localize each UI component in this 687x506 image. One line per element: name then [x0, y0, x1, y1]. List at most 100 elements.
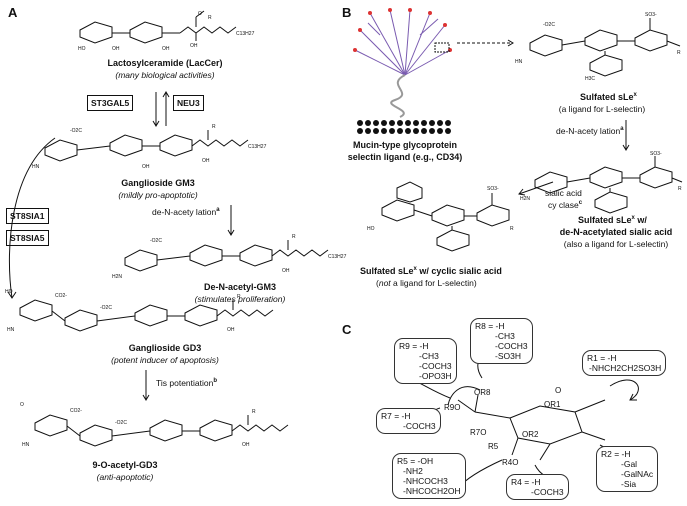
arrow-gm3-to-gd3 — [7, 137, 56, 299]
svg-text:CO2-: CO2- — [70, 408, 82, 414]
enzyme-st8sia5: ST8SIA5 — [6, 230, 49, 246]
laccer-name: Lactosylceramide (LacCer) — [107, 58, 223, 68]
svg-text:-O2C: -O2C — [115, 420, 127, 426]
deacetylated-desc: (also a ligand for L-selectin) — [563, 239, 669, 249]
sulfated-slex-name: Sulfated sLex — [580, 92, 637, 102]
svg-text:R: R — [212, 124, 216, 130]
ring-label-or2: OR2 — [522, 430, 539, 439]
svg-text:HO: HO — [78, 46, 86, 52]
svg-text:HN: HN — [515, 59, 523, 65]
svg-text:R: R — [510, 226, 514, 232]
de-n-acetyl-gm3-desc: (stimulates proliferation) — [194, 294, 286, 304]
svg-text:OH: OH — [142, 164, 150, 170]
svg-text:H2N: H2N — [112, 274, 122, 280]
svg-text:-O2C: -O2C — [150, 238, 162, 244]
deacetylation-label-b: de-N-acety lationa — [556, 126, 624, 136]
svg-text:H2N: H2N — [520, 196, 530, 202]
ring-label-or8: OR8 — [474, 388, 491, 397]
svg-text:-O2C: -O2C — [70, 128, 82, 134]
svg-text:OH: OH — [112, 46, 120, 52]
svg-text:OH: OH — [190, 43, 198, 49]
enzyme-st8sia1: ST8SIA1 — [6, 208, 49, 224]
cyclic-desc: (not a ligand for L-selectin) — [376, 278, 477, 288]
svg-text:O: O — [198, 11, 202, 17]
ring-label-r4o: R4O — [502, 458, 519, 467]
svg-text:R: R — [208, 15, 212, 21]
panel-label-c: C — [342, 322, 352, 337]
svg-text:SO3-: SO3- — [487, 186, 499, 192]
svg-text:HN: HN — [22, 442, 30, 448]
ring-label-r5: R5 — [488, 442, 499, 451]
svg-text:HO: HO — [367, 226, 375, 232]
svg-text:R: R — [292, 234, 296, 240]
enzyme-st3gal5: ST3GAL5 — [87, 95, 134, 111]
svg-text:-O2C: -O2C — [543, 22, 555, 28]
r7-substituents: R7 = -H-COCH3 — [376, 408, 441, 434]
sulfated-slex-structure: -O2C SO3- R HN H3C — [515, 12, 681, 82]
gm3-structure: HN -O2C OH OH R C13H27 — [32, 124, 267, 170]
de-n-acetyl-gm3-name: De-N-acetyl-GM3 — [203, 282, 277, 292]
svg-text:HN: HN — [7, 327, 15, 333]
svg-text:R: R — [678, 186, 682, 192]
laccer-structure: HO OH OH OH OR C13H27 — [78, 10, 255, 52]
de-n-acetyl-gm3-structure: H2N -O2C OH R C13H27 — [112, 234, 347, 280]
mucin-label-line2: selectin ligand (e.g., CD34) — [347, 152, 463, 162]
deacetylated-slex-structure: H2N SO3- R — [520, 151, 683, 214]
gd3-desc: (potent inducer of apoptosis) — [111, 355, 219, 365]
reversible-arrows — [152, 91, 170, 127]
ring-label-r9o: R9O — [444, 403, 461, 412]
svg-text:OH: OH — [202, 158, 210, 164]
svg-text:SO3-: SO3- — [650, 151, 662, 157]
deacetylated-name-line2: de-N-acetylated sialic acid — [559, 227, 673, 237]
mucin-label-line1: Mucin-type glycoprotein — [352, 140, 458, 150]
sulfated-slex-desc: (a ligand for L-selectin) — [558, 104, 646, 114]
svg-text:O: O — [20, 402, 24, 408]
deacetylation-label-a: de-N-acety lationa — [152, 207, 220, 217]
gd3-structure: HO CO2- -O2C HN OH R — [5, 289, 274, 333]
gm3-name: Ganglioside GM3 — [121, 178, 195, 188]
ring-label-or1: OR1 — [544, 400, 561, 409]
enzyme-neu3: NEU3 — [173, 95, 204, 111]
svg-text:OH: OH — [162, 46, 170, 52]
r8-substituents: R8 = -H-CH3 -COCH3-SO3H — [470, 318, 533, 364]
svg-text:OH: OH — [227, 327, 235, 333]
svg-text:R: R — [677, 50, 681, 56]
svg-text:SO3-: SO3- — [645, 12, 657, 18]
svg-text:OH: OH — [282, 268, 290, 274]
r5-substituents: R5 = -OH-NH2 -NHCOCH3-NHCOCH2OH — [392, 453, 466, 499]
r2-substituents: R2 = -H-Gal -GalNAc-Sia — [596, 446, 659, 492]
panel-label-b: B — [342, 5, 352, 20]
gd3-name: Ganglioside GD3 — [128, 343, 202, 353]
svg-text:HO: HO — [5, 289, 13, 295]
dashed-arrow — [457, 39, 514, 47]
gm3-desc: (mildly pro-apoptotic) — [118, 190, 198, 200]
9-o-acetyl-gd3-name: 9-O-acetyl-GD3 — [92, 460, 158, 470]
svg-text:-O2C: -O2C — [100, 305, 112, 311]
9-o-acetyl-gd3-desc: (anti-apoptotic) — [96, 472, 154, 482]
svg-text:CO2-: CO2- — [55, 293, 67, 299]
ring-label-r7o: R7O — [470, 428, 487, 437]
arrow-to-cyclic — [518, 181, 554, 196]
r1-substituents: R1 = -H-NHCH2CH2SO3H — [582, 350, 667, 376]
r4-substituents: R4 = -H-COCH3 — [506, 474, 569, 500]
svg-text:C13H27: C13H27 — [328, 254, 347, 260]
sialic-cyclase-line1: sialic acid — [545, 188, 582, 198]
svg-text:OH: OH — [242, 442, 250, 448]
arrow-gm3-to-degm3 — [227, 205, 235, 236]
arrow-slex-to-deacetylated — [622, 120, 630, 151]
svg-text:C13H27: C13H27 — [248, 144, 267, 150]
cyclic-name: Sulfated sLex w/ cyclic sialic acid — [360, 266, 502, 276]
svg-text:HN: HN — [32, 164, 40, 170]
svg-text:H3C: H3C — [585, 76, 595, 82]
9-o-acetyl-gd3-structure: O CO2- -O2C HN OH R — [20, 402, 289, 448]
mucin-glycoprotein-illustration — [353, 8, 452, 134]
deacetylated-name-line1: Sulfated sLex w/ — [578, 215, 647, 225]
panel-label-a: A — [8, 5, 18, 20]
svg-text:C13H27: C13H27 — [236, 31, 255, 37]
r9-substituents: R9 = -H-CH3 -COCH3-OPO3H — [394, 338, 457, 384]
arrow-gd3-to-9-o-acetyl — [142, 370, 150, 401]
ring-label-o: O — [555, 386, 562, 395]
svg-text:R: R — [237, 294, 241, 300]
sialic-cyclase-line2: cy clasec — [548, 200, 583, 210]
svg-text:R: R — [252, 409, 256, 415]
